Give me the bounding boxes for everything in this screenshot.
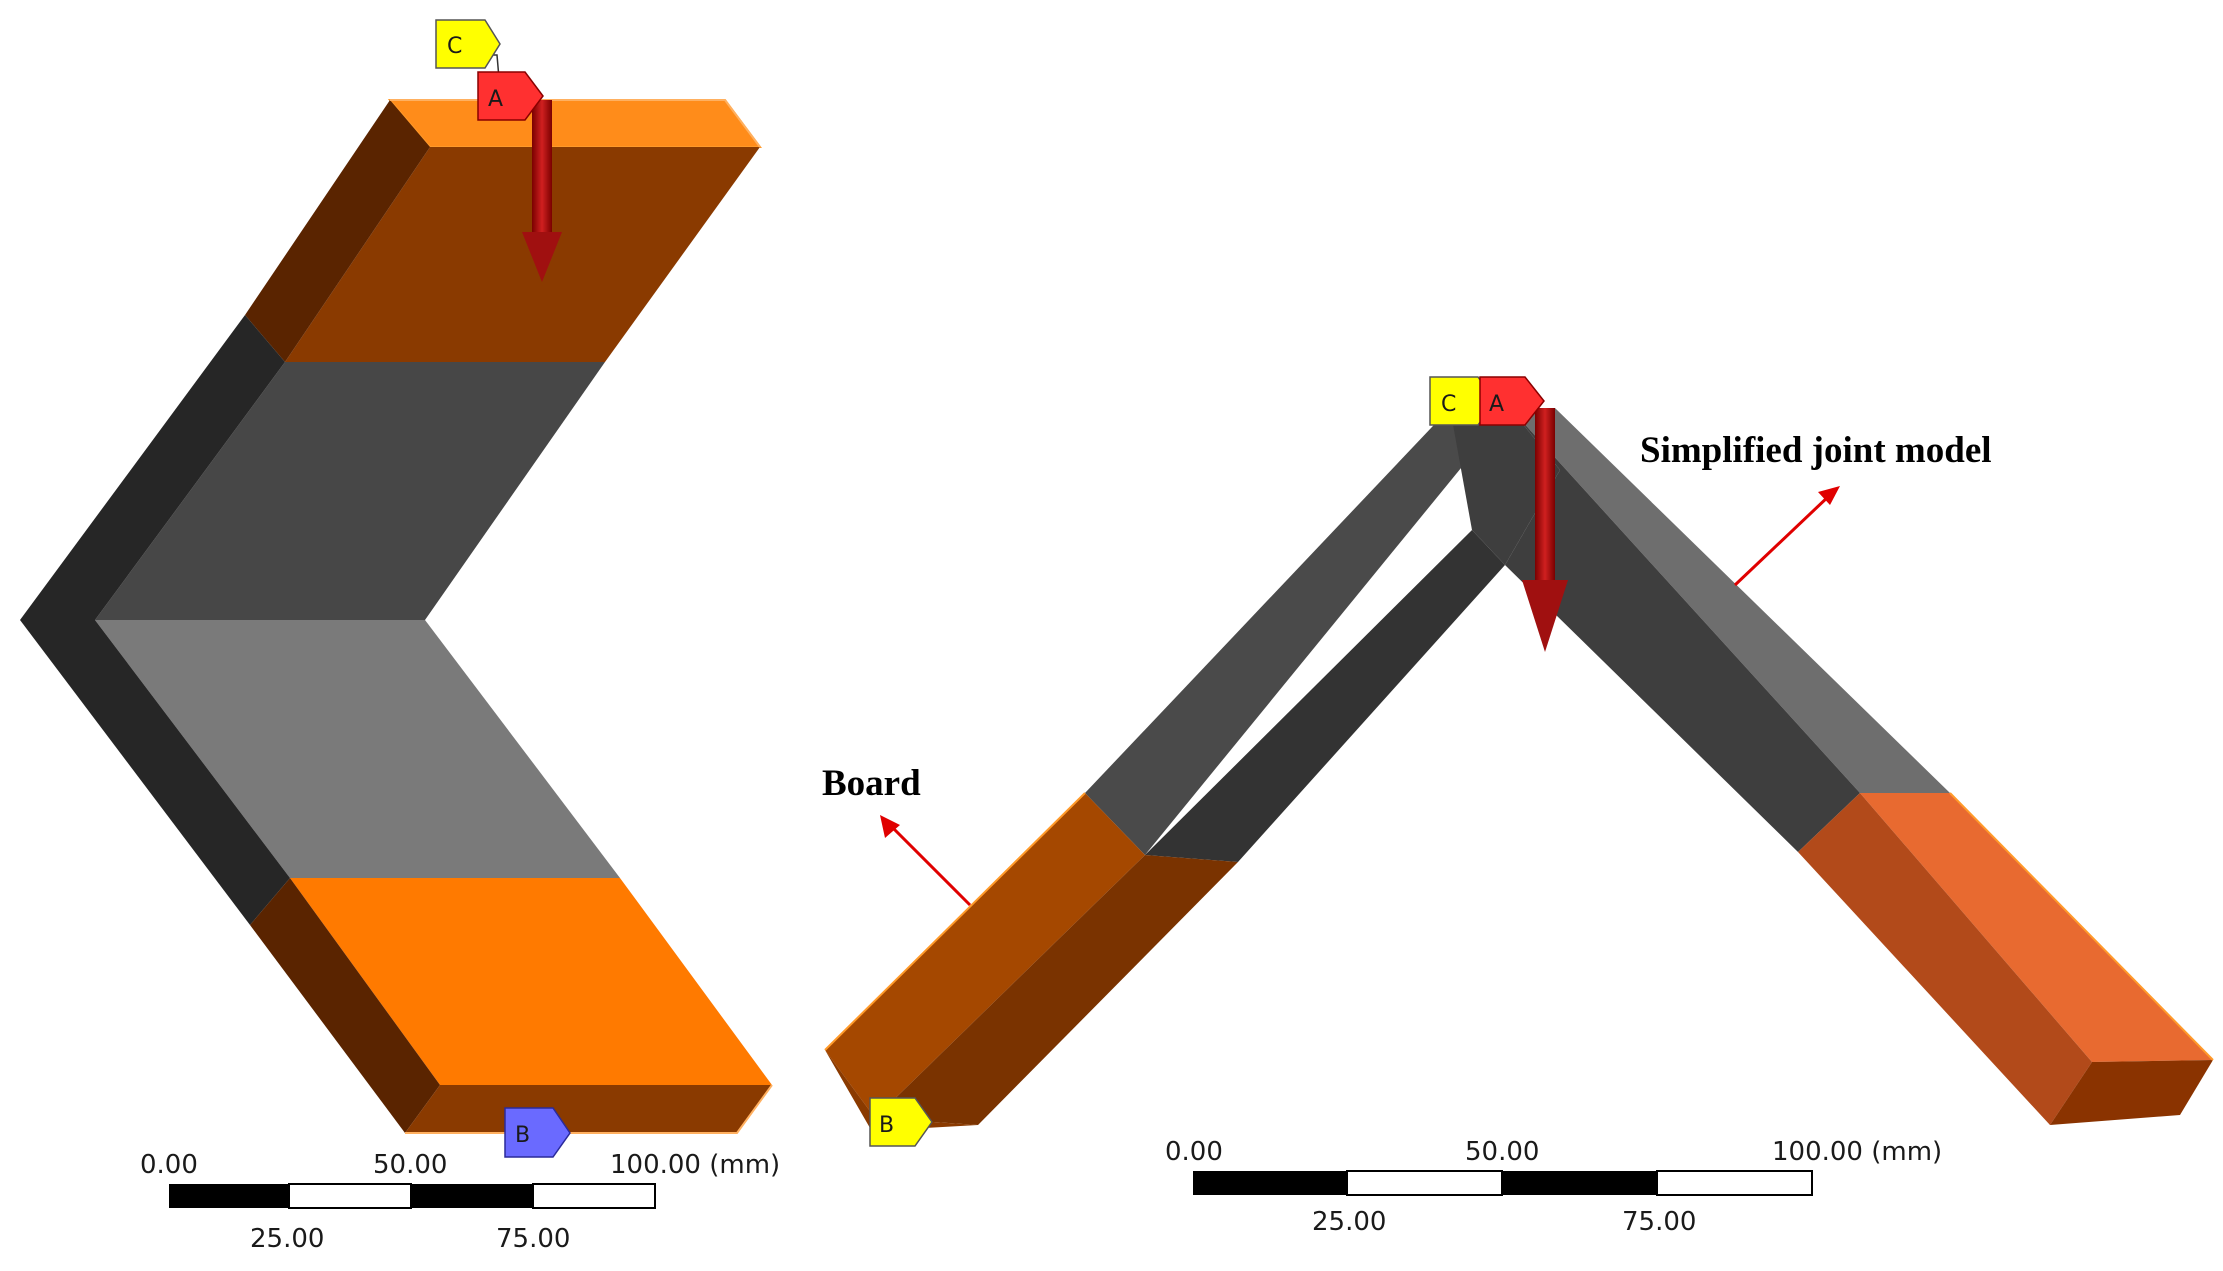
right-marker-a-label: A [1489, 392, 1504, 417]
left-scale-bar: 0.00 50.00 100.00 (mm) 25.00 75.00 [140, 1150, 780, 1254]
right-marker-a: A [1479, 376, 1545, 426]
right-right-board [1798, 793, 2213, 1125]
left-marker-c-label: C [447, 34, 462, 59]
left-marker-b-label: B [515, 1123, 530, 1148]
left-upper-joint [20, 315, 605, 620]
right-scale-label-25: 25.00 [1312, 1207, 1386, 1237]
right-scale-label-100: 100.00 (mm) [1772, 1137, 1942, 1167]
callout-board: Board [822, 763, 972, 907]
left-marker-b: B [504, 1107, 571, 1158]
callout-joint: Simplified joint model [1640, 430, 1992, 587]
right-scale-label-50: 50.00 [1465, 1137, 1539, 1167]
right-left-joint-arm [1085, 408, 1560, 862]
callout-joint-label: Simplified joint model [1640, 430, 1992, 471]
right-left-board [825, 793, 1238, 1128]
right-marker-c-label: C [1441, 392, 1456, 417]
callout-board-label: Board [822, 763, 921, 804]
left-lower-board [250, 878, 772, 1133]
right-scale-bar: 0.00 50.00 100.00 (mm) 25.00 75.00 [1165, 1137, 1942, 1237]
right-marker-b-label: B [879, 1113, 894, 1138]
left-lower-joint [20, 620, 620, 925]
left-marker-a: A [477, 71, 544, 121]
left-chevron-model [20, 99, 773, 1134]
right-load-arrow [1522, 408, 1568, 652]
right-peak-model [824, 408, 2214, 1128]
left-scale-label-0: 0.00 [140, 1150, 198, 1180]
left-scale-label-25: 25.00 [250, 1224, 324, 1254]
left-scale-label-100: 100.00 (mm) [610, 1150, 780, 1180]
left-marker-a-label: A [488, 87, 503, 112]
left-scale-label-75: 75.00 [496, 1224, 570, 1254]
right-right-joint-arm [1505, 408, 1950, 852]
right-scale-label-75: 75.00 [1622, 1207, 1696, 1237]
right-marker-b: B [869, 1097, 933, 1147]
left-load-arrow [522, 100, 562, 282]
right-scale-label-0: 0.00 [1165, 1137, 1223, 1167]
left-upper-board [245, 99, 762, 362]
left-scale-label-50: 50.00 [373, 1150, 447, 1180]
